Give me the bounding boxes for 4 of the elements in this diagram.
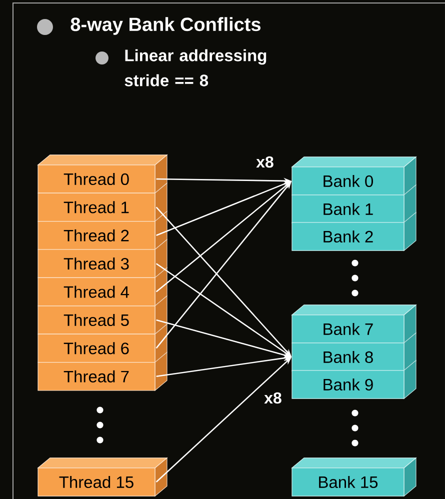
multiplicity-label: x8 xyxy=(256,156,274,168)
subtitle: Linear addressing stride == 8 xyxy=(124,49,266,86)
multiplicity-label: x8 xyxy=(264,392,282,404)
title: 8-way Bank Conflicts xyxy=(70,17,260,35)
